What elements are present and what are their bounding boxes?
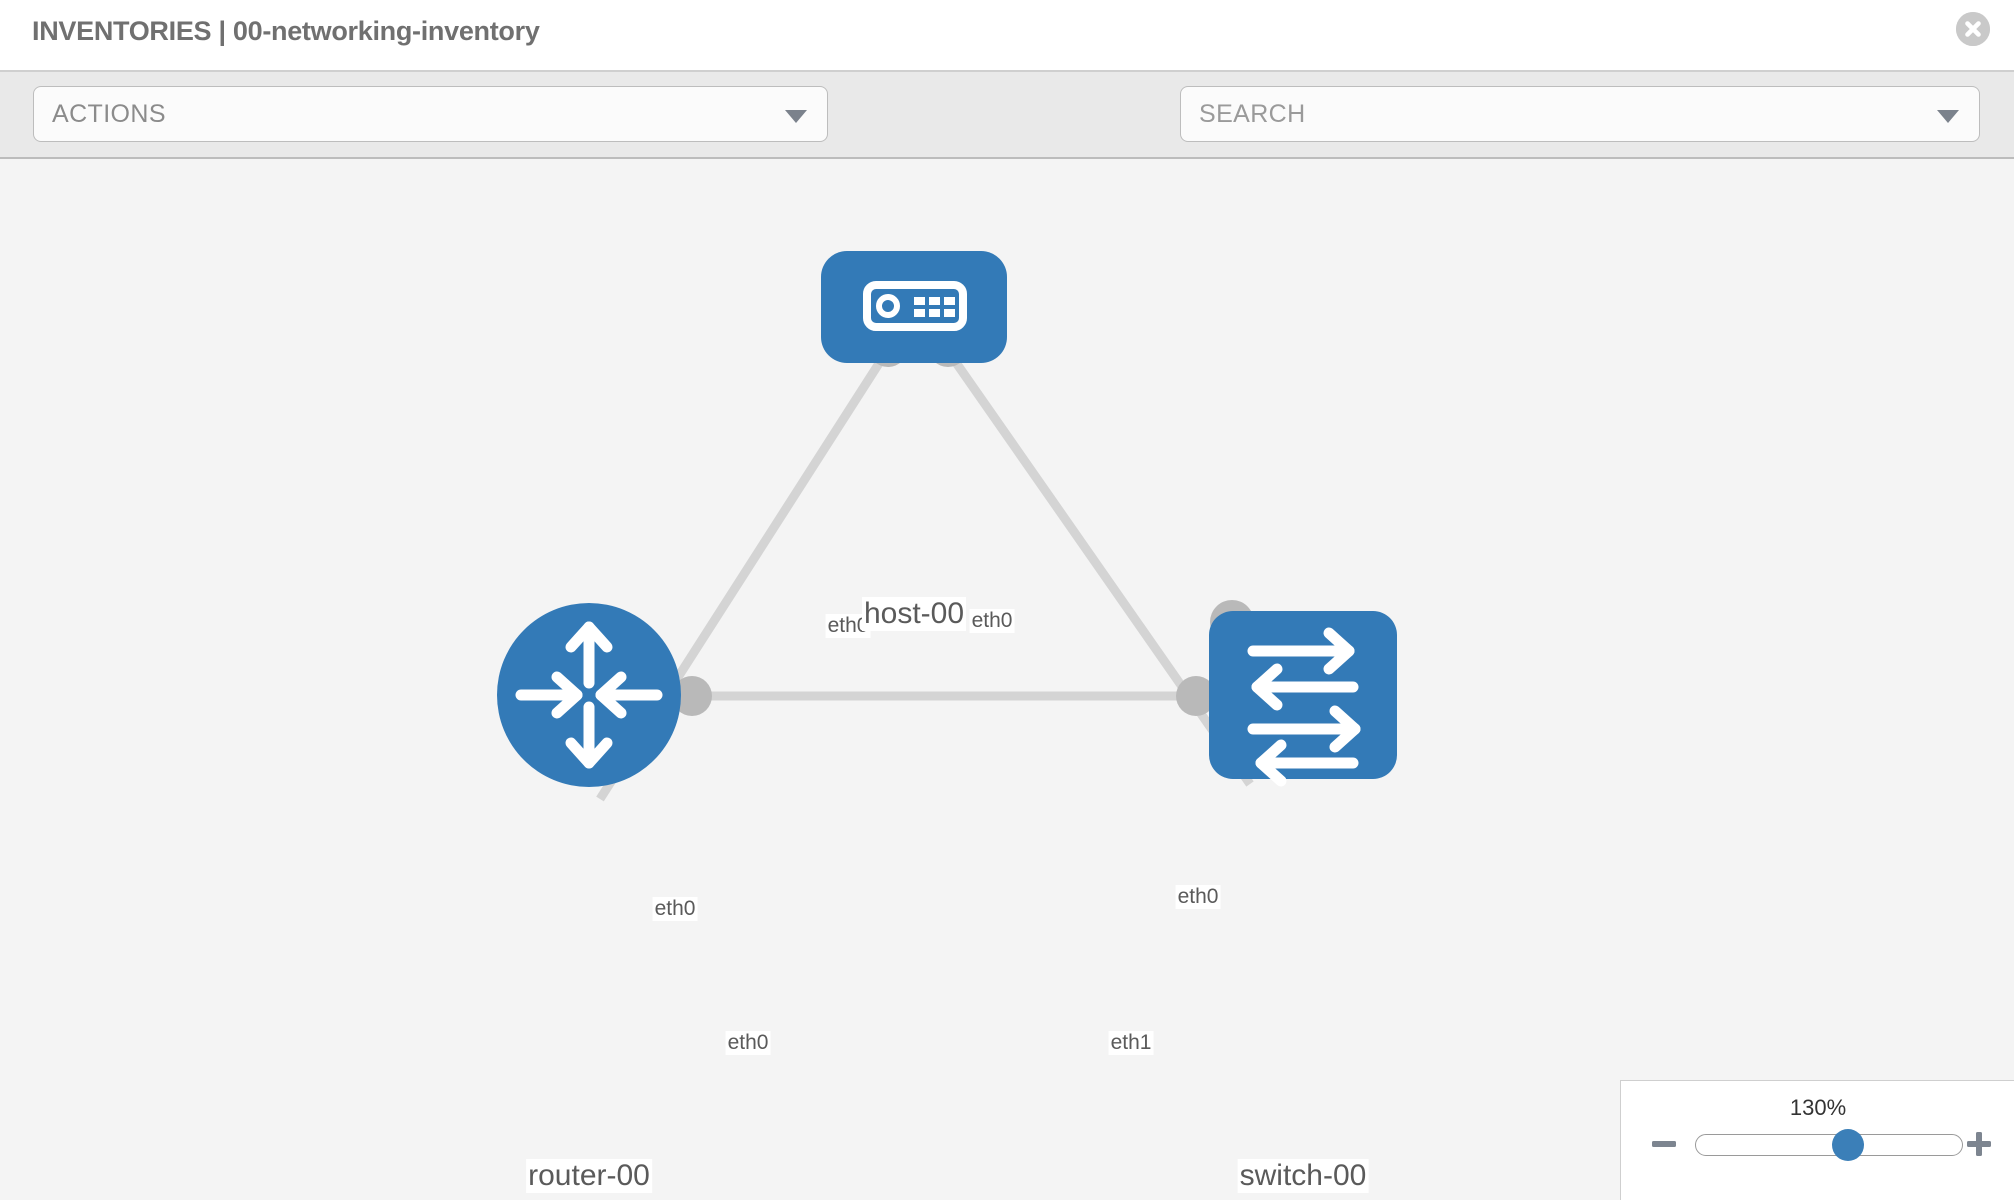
plus-icon xyxy=(1967,1132,1991,1156)
zoom-control: 130% xyxy=(1620,1080,2014,1200)
node-router-00[interactable] xyxy=(497,603,681,787)
edge-label: eth1 xyxy=(1108,1031,1154,1055)
connector-router-right[interactable] xyxy=(672,676,712,716)
page-header: INVENTORIES | 00-networking-inventory xyxy=(0,0,2014,70)
link-host-switch[interactable] xyxy=(946,351,1254,787)
edge-label: eth0 xyxy=(1175,885,1221,909)
page-title: INVENTORIES | 00-networking-inventory xyxy=(32,16,540,46)
node-switch-00[interactable] xyxy=(1209,611,1397,787)
topology-canvas[interactable]: eth0 eth0 eth0 eth0 eth0 eth1 host-00 ro… xyxy=(0,159,2014,1200)
topology-graph xyxy=(497,251,1397,802)
topology-links xyxy=(596,351,1254,802)
node-label-router: router-00 xyxy=(526,1159,652,1193)
router-arrows-icon xyxy=(515,621,663,769)
chevron-down-icon xyxy=(785,110,807,123)
zoom-slider[interactable] xyxy=(1695,1129,1963,1161)
zoom-in-button[interactable] xyxy=(1964,1129,1994,1159)
edge-label: eth0 xyxy=(969,609,1015,633)
actions-dropdown-label: ACTIONS xyxy=(52,100,166,128)
search-input[interactable]: SEARCH xyxy=(1180,86,1980,142)
edge-label: eth0 xyxy=(725,1031,771,1055)
node-label-switch: switch-00 xyxy=(1237,1159,1369,1193)
search-placeholder: SEARCH xyxy=(1199,100,1306,128)
server-icon xyxy=(863,281,967,331)
edge-label: eth0 xyxy=(652,897,698,921)
zoom-slider-thumb[interactable] xyxy=(1831,1129,1864,1161)
node-host-00[interactable] xyxy=(821,251,1007,363)
node-label-host: host-00 xyxy=(861,597,967,631)
connector-switch-left[interactable] xyxy=(1176,676,1216,716)
zoom-out-button[interactable] xyxy=(1649,1129,1679,1159)
actions-dropdown[interactable]: ACTIONS xyxy=(33,86,828,142)
zoom-percent-label: 130% xyxy=(1789,1095,1847,1120)
minus-icon xyxy=(1652,1141,1676,1147)
toolbar: ACTIONS SEARCH xyxy=(0,70,2014,201)
close-button[interactable] xyxy=(1956,12,1990,46)
close-icon xyxy=(1956,12,1990,46)
chevron-down-icon xyxy=(1937,110,1959,123)
switch-arrows-icon xyxy=(1247,627,1361,787)
edge-label: eth0 xyxy=(825,614,871,638)
